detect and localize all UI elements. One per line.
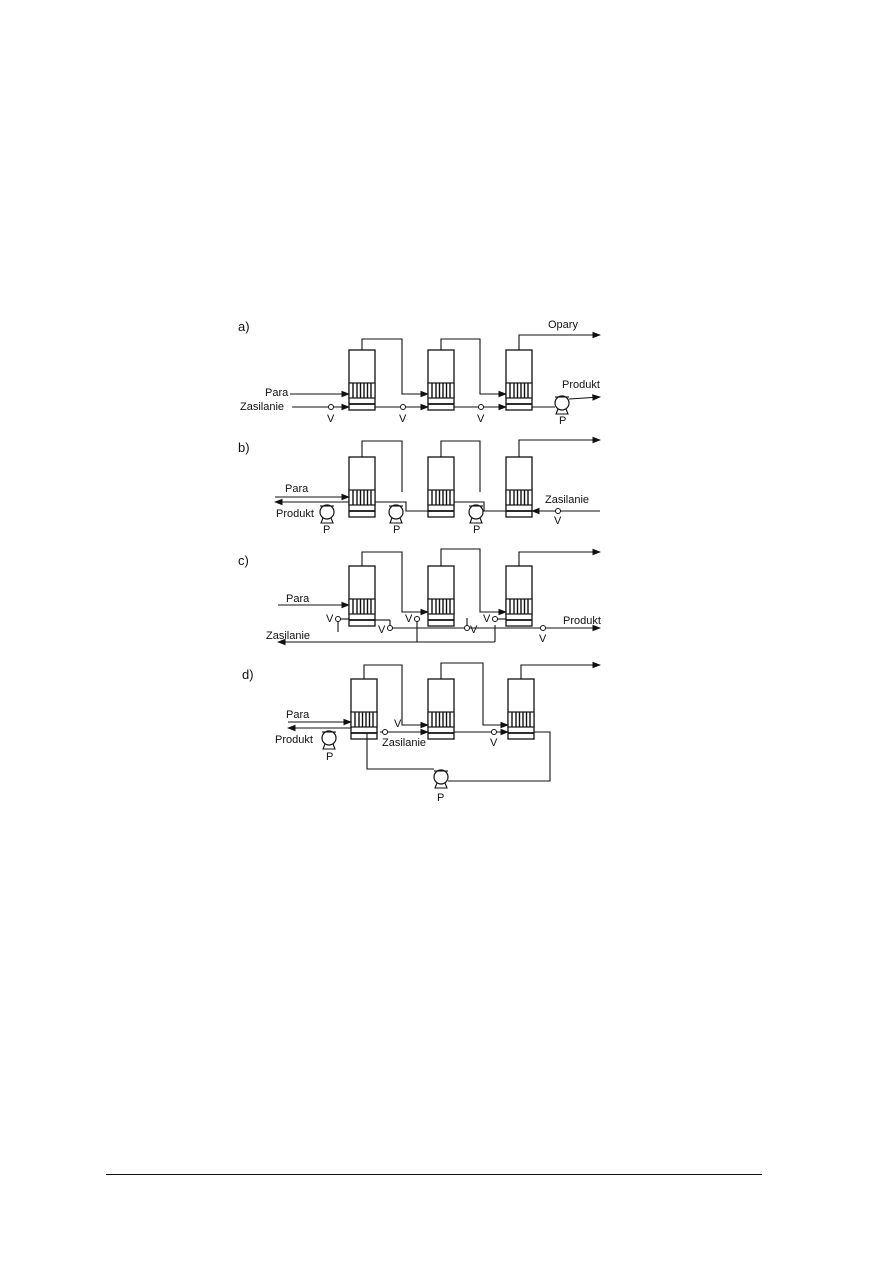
pump-label: P — [393, 524, 400, 536]
pump-label: P — [437, 792, 444, 804]
panel-c-label: c) — [238, 553, 249, 568]
valve-label: V — [326, 613, 334, 625]
product-label: Produkt — [562, 379, 600, 391]
valve-label: V — [470, 624, 478, 636]
vapor-label: Opary — [548, 319, 578, 331]
steam-label: Para — [285, 483, 309, 495]
feed-label: Zasilanie — [382, 737, 426, 749]
valve-label: V — [539, 633, 547, 645]
valve-label: V — [327, 413, 335, 425]
feed-label: Zasilanie — [240, 401, 284, 413]
valve-label: V — [394, 718, 402, 730]
panel-b: b) Para Produkt P P P V Z — [238, 436, 602, 536]
footer-rule — [106, 1174, 762, 1175]
panel-a-label: a) — [238, 319, 250, 334]
evaporator-flow-diagram: a) Opary Para Zasilanie V V V — [238, 319, 602, 804]
steam-label: Para — [265, 387, 289, 399]
steam-label: Para — [286, 593, 310, 605]
valve-label: V — [554, 515, 562, 527]
feed-label: Zasilanie — [266, 630, 310, 642]
panel-b-label: b) — [238, 440, 250, 455]
valve-label: V — [399, 413, 407, 425]
steam-label: Para — [286, 709, 310, 721]
pump-label: P — [559, 415, 566, 427]
product-label: Produkt — [276, 508, 314, 520]
pump-label: P — [323, 524, 330, 536]
panel-d-label: d) — [242, 667, 254, 682]
valve-label: V — [378, 624, 386, 636]
panel-d: d) Para Produkt P Zasilanie V V — [242, 661, 602, 804]
product-label: Produkt — [275, 734, 313, 746]
panel-c: c) Para Zasilanie V V V — [238, 548, 602, 646]
panel-a: a) Opary Para Zasilanie V V V — [238, 319, 602, 427]
pump-label: P — [473, 524, 480, 536]
valve-label: V — [477, 413, 485, 425]
valve-label: V — [490, 737, 498, 749]
valve-label: V — [405, 613, 413, 625]
valve-label: V — [483, 613, 491, 625]
feed-label: Zasilanie — [545, 494, 589, 506]
product-label: Produkt — [563, 615, 601, 627]
pump-label: P — [326, 751, 333, 763]
